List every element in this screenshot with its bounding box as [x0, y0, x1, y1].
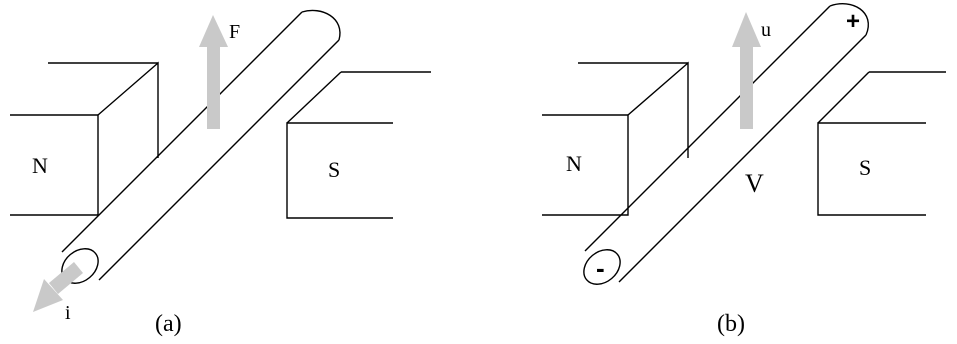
velocity-arrow: u: [732, 12, 771, 129]
south-magnet-a: S: [286, 71, 431, 219]
south-label-a: S: [328, 157, 340, 182]
rod-far-end: [301, 9, 341, 41]
panel-b: N S + - u V (b): [542, 3, 946, 337]
north-label-a: N: [32, 153, 48, 178]
north-magnet-front-face: [542, 114, 629, 216]
rod-upper-edge: [61, 11, 303, 253]
positive-terminal: +: [846, 8, 860, 35]
caption-b: (b): [717, 311, 745, 337]
voltage-label: V: [745, 169, 764, 198]
rod-lower-edge: [618, 34, 867, 283]
force-arrow-shaft: [207, 45, 220, 129]
conductor-rod-a: [61, 9, 341, 284]
current-arrow-head: [33, 279, 63, 312]
north-magnet-b: N: [542, 61, 689, 216]
velocity-label: u: [761, 19, 771, 41]
panel-a: N S F i (a): [10, 9, 431, 337]
velocity-arrow-head: [732, 12, 761, 47]
caption-a: (a): [155, 311, 182, 337]
rod-upper-edge: [584, 5, 831, 252]
south-magnet-side-edge: [817, 71, 870, 124]
rod-near-end-face: [583, 249, 621, 285]
negative-terminal: -: [596, 253, 605, 283]
north-magnet-a: N: [10, 61, 159, 216]
south-label-b: S: [859, 155, 871, 180]
south-magnet-b: S: [817, 71, 946, 216]
south-magnet-front-face: [817, 122, 926, 216]
north-label-b: N: [566, 151, 582, 176]
current-arrow-shaft: [49, 262, 83, 294]
force-arrow: F: [199, 15, 240, 129]
rod-far-end: [829, 3, 869, 36]
force-arrow-head: [199, 15, 228, 47]
south-magnet-front-face: [286, 122, 393, 219]
rod-lower-edge: [98, 39, 340, 281]
current-arrow: i: [33, 262, 83, 324]
south-magnet-side-edge: [286, 71, 342, 124]
north-magnet-side: [97, 61, 159, 158]
north-magnet-front-face: [10, 114, 99, 216]
force-label: F: [229, 21, 240, 43]
north-magnet-side: [627, 61, 689, 158]
current-label: i: [65, 302, 71, 324]
conductor-rod-b: + -: [583, 3, 869, 285]
velocity-arrow-shaft: [740, 45, 753, 129]
